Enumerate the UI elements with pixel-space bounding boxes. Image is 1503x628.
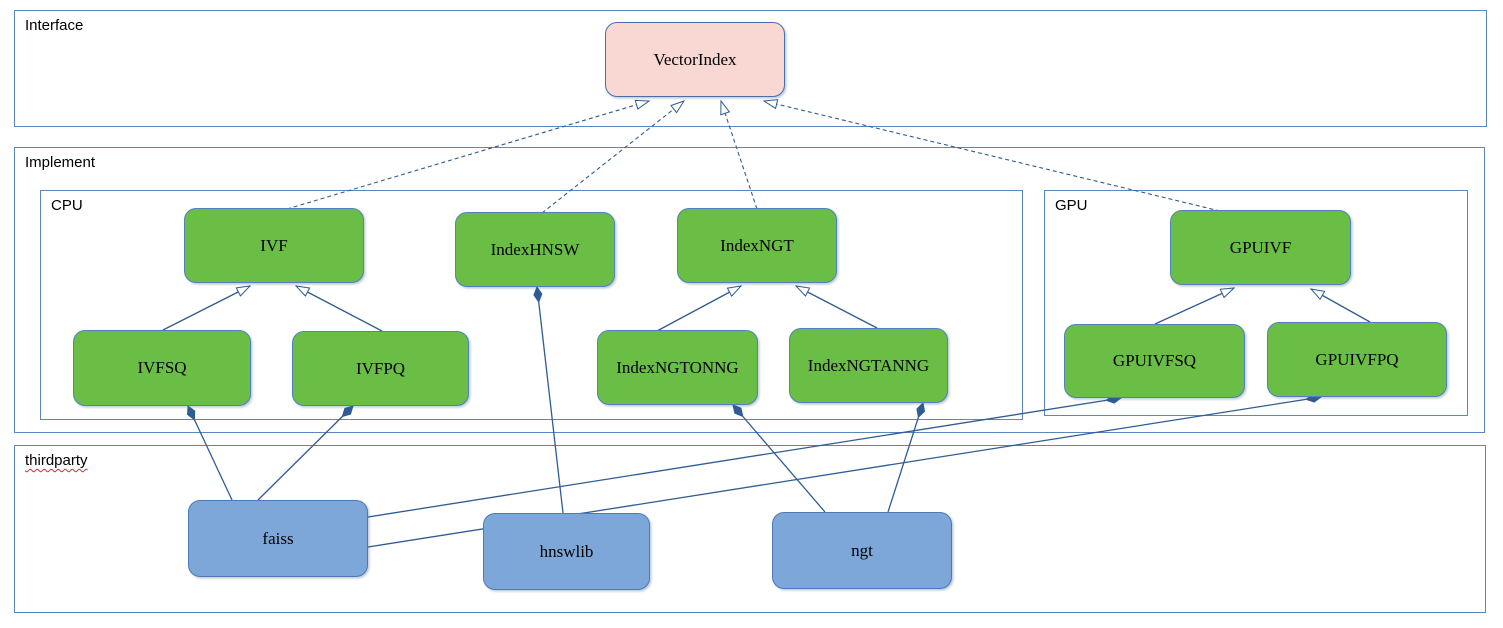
section-label-gpu: GPU xyxy=(1055,197,1088,214)
node-hnswlib: hnswlib xyxy=(483,513,650,590)
node-gpuivf: GPUIVF xyxy=(1170,210,1351,285)
node-label-ivfsq: IVFSQ xyxy=(137,358,187,377)
node-label-gpuivfpq: GPUIVFPQ xyxy=(1315,349,1399,369)
edge-compose-indexhnsw-hnswlib xyxy=(537,287,564,514)
node-ngt: ngt xyxy=(772,512,952,589)
node-label-indexngtonng: IndexNGTONNG xyxy=(616,357,739,377)
section-label-implement: Implement xyxy=(25,154,96,171)
section-label-interface: Interface xyxy=(25,17,84,34)
edge-realize-indexngt-vectorindex xyxy=(721,101,758,210)
edge-inherit-gpuivfpq-gpuivf xyxy=(1311,289,1371,323)
section-implement: Implement xyxy=(14,147,1485,433)
node-label-ivf: IVF xyxy=(260,235,288,255)
section-thirdparty: thirdparty xyxy=(14,445,1486,613)
section-gpu: GPU xyxy=(1044,190,1468,416)
edge-compose-indexngtonng-ngt xyxy=(733,405,826,513)
node-ivfsq: IVFSQ xyxy=(73,330,251,406)
node-indexngtanng: IndexNGTANNG xyxy=(789,328,948,403)
edge-inherit-ivfsq-ivf xyxy=(162,286,250,331)
node-label-vectorindex: VectorIndex xyxy=(653,49,737,69)
edge-realize-ivf-vectorindex xyxy=(286,101,649,210)
node-ivfpq: IVFPQ xyxy=(292,331,469,406)
edge-inherit-indexngtonng-indexngt xyxy=(656,286,741,332)
section-cpu: CPU xyxy=(40,190,1023,420)
edge-compose-ivfpq-faiss xyxy=(257,406,353,501)
node-gpuivfsq: GPUIVFSQ xyxy=(1064,324,1245,398)
node-faiss: faiss xyxy=(188,500,368,577)
edge-inherit-indexngtanng-indexngt xyxy=(796,286,878,329)
edge-realize-gpuivf-vectorindex xyxy=(764,101,1221,212)
edge-inherit-gpuivfsq-gpuivf xyxy=(1154,288,1234,325)
node-label-indexngt: IndexNGT xyxy=(720,235,794,255)
section-label-thirdparty: thirdparty xyxy=(25,452,88,469)
section-interface: Interface xyxy=(14,10,1487,127)
node-indexngtonng: IndexNGTONNG xyxy=(597,330,758,405)
node-label-ivfpq: IVFPQ xyxy=(355,358,406,378)
edge-compose-ivfsq-faiss xyxy=(188,406,233,501)
node-label-indexhnsw: IndexHNSW xyxy=(490,239,580,259)
edge-compose-gpuivfsq-faiss xyxy=(367,398,1121,518)
node-indexhnsw: IndexHNSW xyxy=(455,212,615,287)
node-vectorindex: VectorIndex xyxy=(605,22,785,97)
node-label-hnswlib: hnswlib xyxy=(539,541,594,561)
node-label-ngt: ngt xyxy=(851,540,873,560)
edge-realize-indexhnsw-vectorindex xyxy=(541,101,684,214)
node-indexngt: IndexNGT xyxy=(677,208,837,283)
node-label-gpuivf: GPUIVF xyxy=(1229,237,1292,257)
edge-compose-indexngtanng-ngt xyxy=(887,403,923,513)
section-label-cpu: CPU xyxy=(51,197,83,214)
node-gpuivfpq: GPUIVFPQ xyxy=(1267,322,1447,397)
node-label-gpuivfsq: GPUIVFSQ xyxy=(1112,351,1197,370)
node-ivf: IVF xyxy=(184,208,364,283)
edge-inherit-ivfpq-ivf xyxy=(296,286,383,332)
node-label-faiss: faiss xyxy=(262,528,294,548)
node-label-indexngtanng: IndexNGTANNG xyxy=(807,355,930,375)
